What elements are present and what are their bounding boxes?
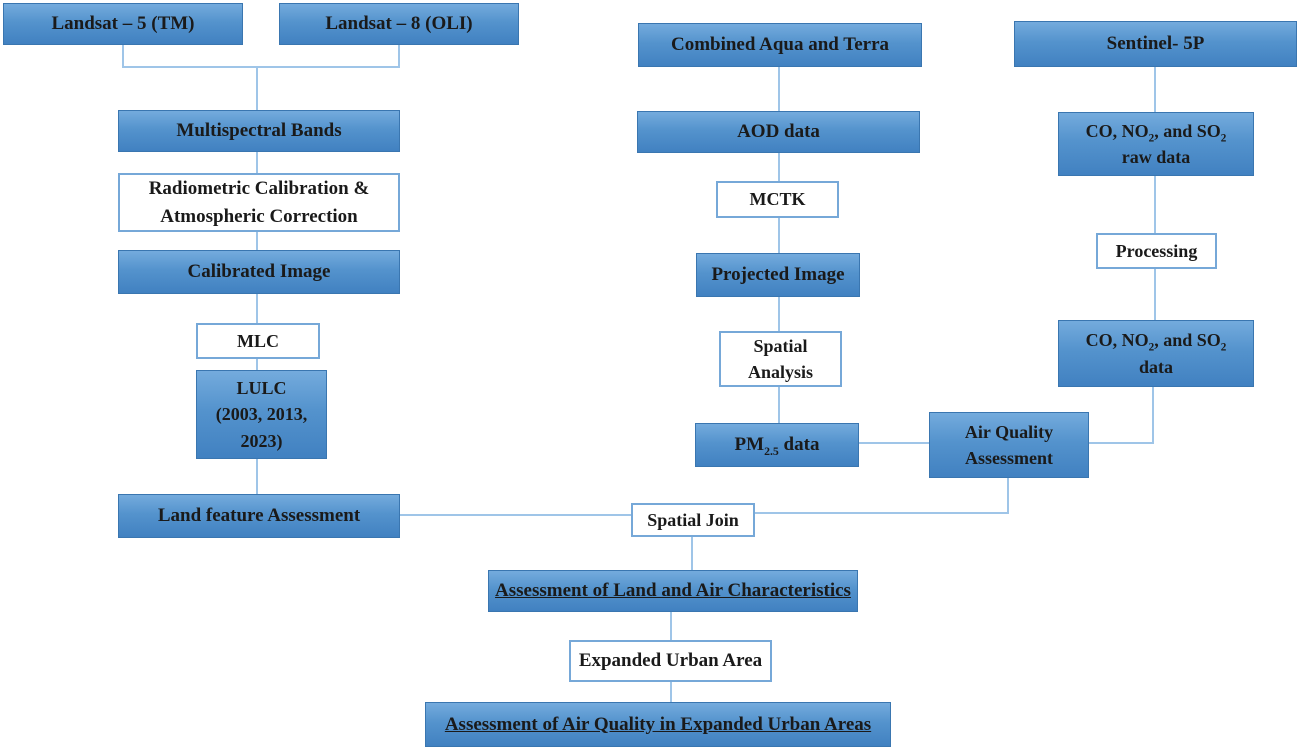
- connector-assessment-to-expanded: [670, 612, 672, 640]
- connector-aod-to-mctk: [778, 153, 780, 181]
- node-expanded-urban-area: Expanded Urban Area: [569, 640, 772, 682]
- connector-codata-down: [1152, 387, 1154, 444]
- node-co-data-line1: CO, NO2, and SO2: [1085, 330, 1227, 354]
- node-radiometric-calibration: Radiometric Calibration & Atmospheric Co…: [118, 173, 400, 232]
- node-air-quality-line2: Assessment: [965, 448, 1053, 468]
- connector-landfeature-to-spatialjoin: [400, 514, 631, 516]
- node-combined-aqua-terra: Combined Aqua and Terra: [638, 23, 922, 67]
- node-sentinel-5p-label: Sentinel- 5P: [1106, 33, 1205, 55]
- node-mctk: MCTK: [716, 181, 839, 218]
- connector-mlc-to-lulc: [256, 359, 258, 370]
- connector-spatialjoin-to-assessment: [691, 537, 693, 570]
- node-pm25-data-label: PM2.5 data: [734, 434, 820, 459]
- connector-processing-to-data: [1154, 269, 1156, 320]
- connector-spatialanalysis-to-pm25: [778, 387, 780, 423]
- connector-expanded-to-final: [670, 682, 672, 702]
- node-air-quality-line1: Air Quality: [964, 421, 1054, 442]
- node-spatial-join-label: Spatial Join: [647, 509, 739, 530]
- node-radiometric-line1: Radiometric Calibration &: [148, 177, 370, 199]
- node-spatial-analysis-line2: Analysis: [747, 362, 814, 382]
- node-spatial-analysis: Spatial Analysis: [719, 331, 842, 387]
- node-pm25-data: PM2.5 data: [695, 423, 859, 467]
- node-co-raw-line2: raw data: [1121, 147, 1191, 167]
- connector-landsat5-down: [122, 45, 124, 68]
- connector-landsat8-down: [398, 45, 400, 68]
- connector-airquality-to-spatialjoin: [755, 512, 1009, 514]
- connector-airquality-down: [1007, 478, 1009, 514]
- connector-merge-to-multispectral: [256, 68, 258, 110]
- node-calibrated-image-label: Calibrated Image: [187, 261, 331, 283]
- connector-sentinel-to-raw: [1154, 67, 1156, 112]
- node-spatial-join: Spatial Join: [631, 503, 755, 537]
- connector-calibrated-to-mlc: [256, 294, 258, 323]
- node-co-raw-line1: CO, NO2, and SO2: [1085, 120, 1227, 145]
- node-expanded-urban-area-label: Expanded Urban Area: [578, 650, 763, 672]
- node-lulc-line1: LULC: [236, 378, 287, 399]
- node-multispectral-bands: Multispectral Bands: [118, 110, 400, 152]
- node-combined-aqua-terra-label: Combined Aqua and Terra: [670, 34, 890, 56]
- connector-raw-to-processing: [1154, 176, 1156, 233]
- connector-pm25-to-airquality: [859, 442, 929, 444]
- node-assessment-air-quality-expanded: Assessment of Air Quality in Expanded Ur…: [425, 702, 891, 747]
- connector-multispectral-to-radiometric: [256, 152, 258, 173]
- node-lulc: LULC (2003, 2013, 2023): [196, 370, 327, 459]
- node-landsat-5: Landsat – 5 (TM): [3, 3, 243, 45]
- node-multispectral-bands-label: Multispectral Bands: [176, 120, 342, 142]
- node-lulc-line3: 2023): [240, 430, 283, 451]
- node-mlc-label: MLC: [237, 330, 279, 351]
- node-assessment-land-air: Assessment of Land and Air Characteristi…: [488, 570, 858, 612]
- connector-landsat-merge: [122, 66, 400, 68]
- node-aod-data-label: AOD data: [737, 121, 820, 143]
- node-land-feature-assessment-label: Land feature Assessment: [157, 505, 361, 527]
- connector-mctk-to-projected: [778, 218, 780, 253]
- node-mctk-label: MCTK: [749, 189, 806, 210]
- node-projected-image-label: Projected Image: [711, 264, 845, 286]
- node-land-feature-assessment: Land feature Assessment: [118, 494, 400, 538]
- connector-combined-to-aod: [778, 67, 780, 111]
- node-co-data-line2: data: [1138, 356, 1173, 377]
- node-landsat-5-label: Landsat – 5 (TM): [51, 13, 195, 35]
- node-sentinel-5p: Sentinel- 5P: [1014, 21, 1297, 67]
- node-co-no2-so2-raw-data: CO, NO2, and SO2 raw data: [1058, 112, 1254, 176]
- node-co-no2-so2-data: CO, NO2, and SO2 data: [1058, 320, 1254, 387]
- connector-codata-to-airquality: [1089, 442, 1154, 444]
- node-processing: Processing: [1096, 233, 1217, 269]
- node-lulc-line2: (2003, 2013,: [215, 404, 308, 425]
- node-projected-image: Projected Image: [696, 253, 860, 297]
- node-air-quality-assessment: Air Quality Assessment: [929, 412, 1089, 478]
- connector-lulc-to-landfeature: [256, 459, 258, 494]
- node-landsat-8-label: Landsat – 8 (OLI): [325, 13, 473, 35]
- node-assessment-air-quality-expanded-label: Assessment of Air Quality in Expanded Ur…: [444, 713, 872, 735]
- node-assessment-land-air-label: Assessment of Land and Air Characteristi…: [495, 580, 851, 602]
- connector-radiometric-to-calibrated: [256, 232, 258, 250]
- node-spatial-analysis-line1: Spatial: [753, 335, 808, 356]
- node-calibrated-image: Calibrated Image: [118, 250, 400, 294]
- node-landsat-8: Landsat – 8 (OLI): [279, 3, 519, 45]
- node-mlc: MLC: [196, 323, 320, 359]
- node-radiometric-line2: Atmospheric Correction: [160, 205, 358, 227]
- node-processing-label: Processing: [1115, 240, 1198, 261]
- connector-projected-to-spatialanalysis: [778, 297, 780, 331]
- node-aod-data: AOD data: [637, 111, 920, 153]
